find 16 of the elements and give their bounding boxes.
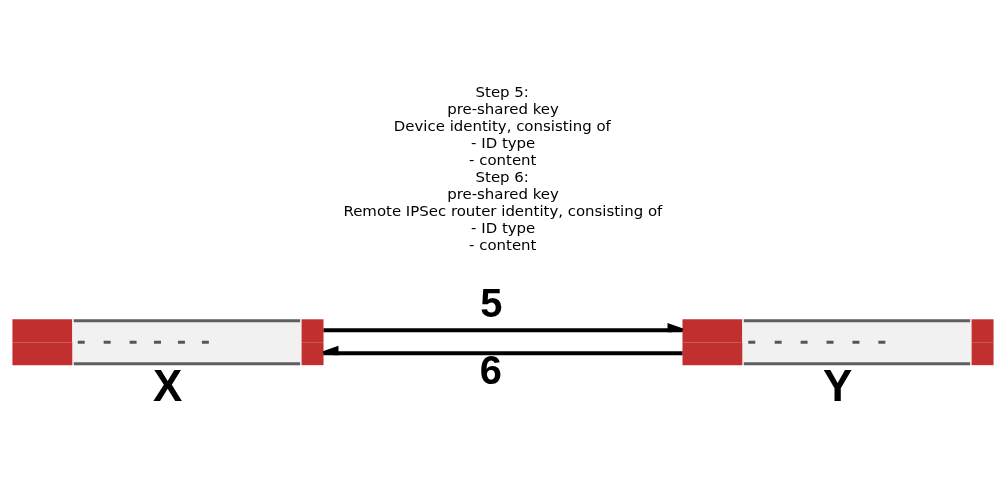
label: pre-shared key [447,99,559,118]
label: - content [469,235,537,253]
node-label: X [153,360,183,410]
label: - content [469,150,537,169]
label: pre-shared key [447,184,559,203]
edge-label: 5 [480,280,503,325]
edge-label: 6 [479,347,503,392]
label: Device identity, consisting of [393,116,611,135]
label: - ID type [471,133,536,152]
label: Step 6: [475,167,529,186]
arrow [321,345,683,355]
label: Remote IPSec router identity, consisting of [343,201,663,220]
label: Step 5: [475,82,529,101]
label: - ID type [471,218,536,237]
arrow [323,322,685,332]
node-label: Y [823,360,853,410]
